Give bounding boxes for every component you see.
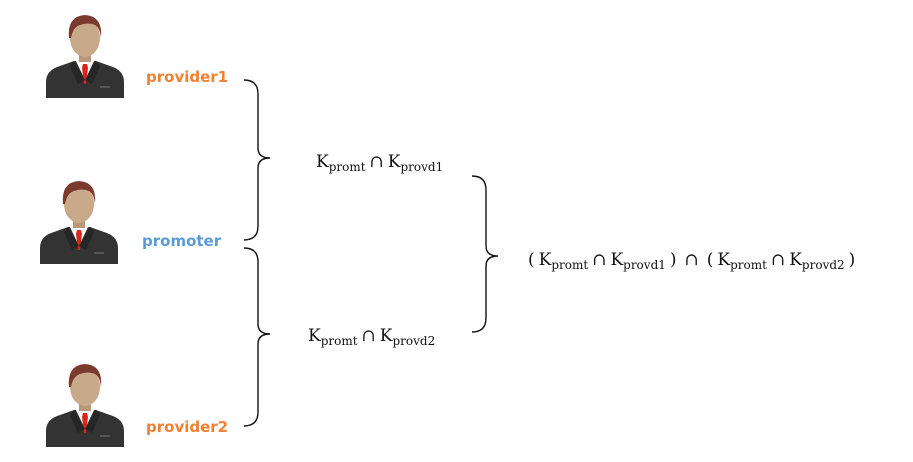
formula-top-sub-a: promt <box>328 160 366 174</box>
formula-result-sub-a1: promt <box>551 258 589 272</box>
formula-bottom-k2: K <box>379 326 393 346</box>
formula-top: Kpromt∩Kprovd1 <box>316 152 443 174</box>
formula-result-k3: K <box>717 250 731 270</box>
formula-result-k1: K <box>538 250 552 270</box>
formula-result-open-2: ( <box>706 250 714 270</box>
formula-result-op-1: ∩ <box>592 250 607 270</box>
provider1-label: provider1 <box>146 68 229 86</box>
formula-result-sub-b2: provd2 <box>801 258 845 272</box>
formula-result: (Kpromt∩Kprovd1)∩(Kpromt∩Kprovd2) <box>524 250 859 272</box>
provider2-label: provider2 <box>146 418 229 436</box>
formula-result-sub-b1: provd1 <box>623 258 666 272</box>
formula-top-op: ∩ <box>369 152 384 172</box>
formula-result-close-1: ) <box>669 250 677 270</box>
formula-result-close-2: ) <box>848 250 856 270</box>
formula-result-k2: K <box>610 250 624 270</box>
formula-top-sub-b: provd1 <box>400 160 444 174</box>
formula-bottom: Kpromt∩Kprovd2 <box>308 326 435 348</box>
bracket-right <box>471 175 499 333</box>
formula-bottom-sub-a: promt <box>320 334 358 348</box>
promoter-label: promoter <box>142 232 222 250</box>
bracket-bottom <box>243 247 271 427</box>
formula-top-k2: K <box>387 152 401 172</box>
formula-bottom-op: ∩ <box>361 326 376 346</box>
formula-result-sub-a2: promt <box>730 258 767 272</box>
formula-top-k1: K <box>316 152 329 172</box>
formula-result-op-2: ∩ <box>770 250 786 270</box>
formula-result-op-main: ∩ <box>684 250 699 270</box>
formula-bottom-sub-b: provd2 <box>392 334 436 348</box>
formula-result-open-1: ( <box>528 250 535 270</box>
formula-result-k4: K <box>789 250 802 270</box>
bracket-top <box>243 79 271 241</box>
formula-bottom-k1: K <box>308 326 321 346</box>
